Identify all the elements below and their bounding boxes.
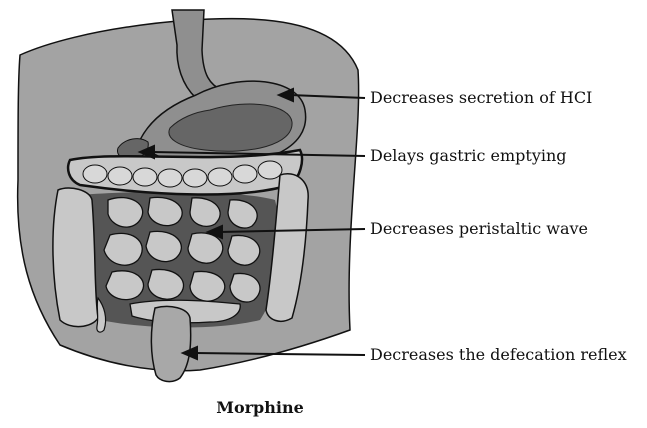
ascending-colon (53, 188, 98, 327)
label-peristaltic-wave: Decreases peristaltic wave (370, 219, 588, 239)
label-hcl-secretion: Decreases secretion of HCI (370, 88, 592, 108)
label-gastric-emptying: Delays gastric emptying (370, 146, 567, 166)
label-defecation-reflex: Decreases the defecation reflex (370, 345, 627, 365)
rectum (151, 306, 190, 381)
figure-caption: Morphine (0, 398, 520, 417)
